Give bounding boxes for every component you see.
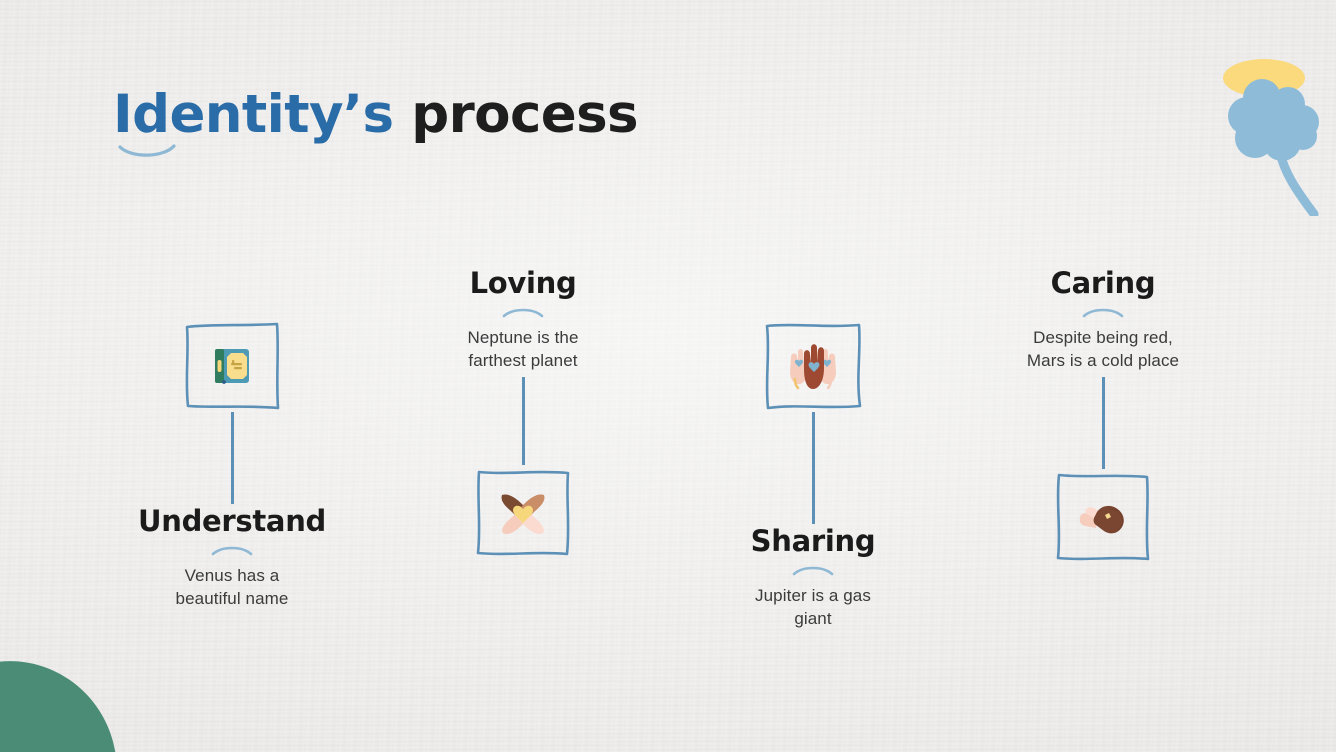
step-heading: Understand [137,504,327,538]
handdrawn-frame [476,470,570,556]
title-text: Identity’s process [113,88,639,141]
handdrawn-frame [185,322,280,410]
corner-blob-decoration [0,661,116,752]
step-heading: Caring [1050,266,1156,300]
step-heading: Loving [469,266,577,300]
heading-arc-icon [502,308,544,318]
heading-arc-icon [211,546,253,556]
icon-frame-caring [1053,471,1153,563]
handdrawn-frame [765,323,862,410]
quran-book-icon [215,349,249,384]
connector-line [811,412,815,524]
text-block-caring: Caring Despite being red,Mars is a cold … [987,266,1219,373]
connector-line [521,376,525,465]
title-underline-arc [118,144,176,157]
icon-frame-loving [473,467,573,559]
tree-foliage [1228,79,1319,161]
icon-frame-sharing [763,320,863,412]
page-title: Identity’s process [113,88,639,157]
title-rest: process [393,84,639,145]
connector-line [1101,376,1105,469]
connector-line [230,412,234,504]
heading-arc-icon [1082,308,1124,318]
step-heading: Sharing [750,524,876,558]
crossed-hands-heart-icon [501,494,545,534]
tree-decoration [1223,59,1319,216]
handshake-icon [1079,505,1124,534]
icon-frame-understand [182,320,282,412]
process-step-caring[interactable]: Caring Despite being red,Mars is a cold … [987,266,1219,563]
handdrawn-frame [1056,473,1150,561]
step-caption: Despite being red,Mars is a cold place [1026,327,1180,370]
tree-stem [1275,147,1319,216]
title-accent: Identity’s [113,84,394,145]
raised-hands-hearts-icon [790,344,836,390]
heading-arc-icon [792,566,834,576]
sun-ellipse [1223,59,1305,97]
